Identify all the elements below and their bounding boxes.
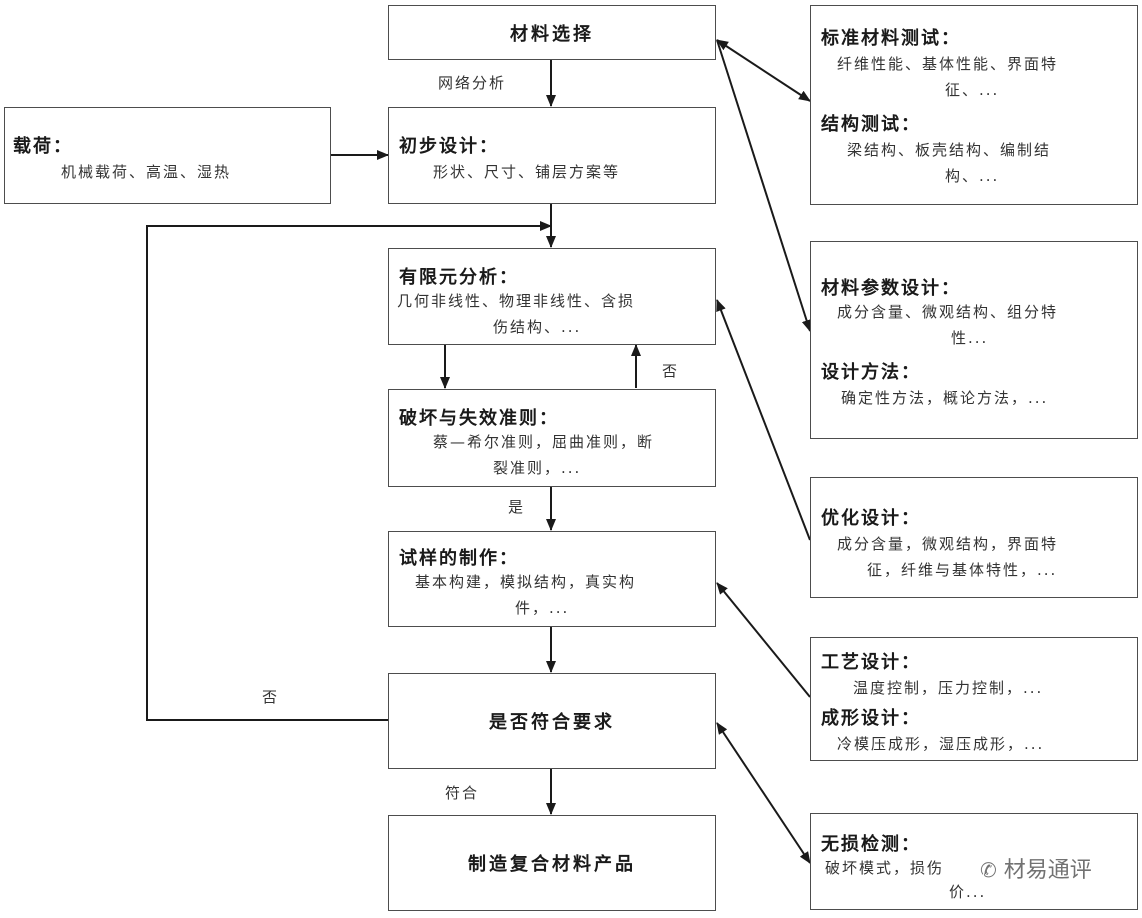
arrow-process-to-specimen <box>716 582 811 698</box>
struct-test-desc-line1: 梁结构、板壳结构、编制结 <box>847 141 1052 159</box>
meets-requirements-box: 是否符合要求 <box>388 673 716 769</box>
opt-desc-line1: 成分含量，微观结构，界面特 <box>837 535 1059 553</box>
edge-label-network-analysis: 网络分析 <box>438 74 507 92</box>
arrow-check-ndt <box>716 722 811 864</box>
opt-desc-line2: 征，纤维与基体特性，... <box>867 561 1058 579</box>
forming-title: 成形设计： <box>821 708 921 729</box>
failure-desc-line2: 裂准则，... <box>493 459 582 477</box>
material-selection-box: 材料选择 <box>388 5 716 60</box>
ndt-desc-line1: 破坏模式，损伤 <box>825 859 945 877</box>
failure-title: 破坏与失效准则： <box>399 408 559 429</box>
watermark-text: 材易通评 <box>1003 858 1092 883</box>
watermark: ✆ 材易通评 <box>980 852 1092 884</box>
arrow-selection-param <box>716 39 812 332</box>
param-desc-line2: 性... <box>951 329 989 347</box>
opt-title: 优化设计： <box>821 508 921 529</box>
method-title: 设计方法： <box>821 362 921 383</box>
ndt-desc-line2: 价... <box>949 883 987 901</box>
manufacture-label: 制造复合材料产品 <box>468 854 636 875</box>
arrow-selection-std-test <box>716 39 811 102</box>
watermark-icon: ✆ <box>980 858 997 882</box>
param-title: 材料参数设计： <box>821 278 961 299</box>
std-test-title: 标准材料测试： <box>821 28 961 49</box>
prelim-title: 初步设计： <box>399 136 499 157</box>
manufacture-box: 制造复合材料产品 <box>388 815 716 911</box>
edge-label-no-right: 否 <box>662 362 680 380</box>
param-desc-line1: 成分含量、微观结构、组分特 <box>837 303 1059 321</box>
specimen-box: 试样的制作： 基本构建，模拟结构，真实构 件，... <box>388 531 716 627</box>
edge-label-yes: 是 <box>508 498 526 516</box>
specimen-desc-line2: 件，... <box>515 599 570 617</box>
edge-label-conforms: 符合 <box>445 784 480 802</box>
process-title: 工艺设计： <box>821 652 921 673</box>
fea-box: 有限元分析： 几何非线性、物理非线性、含损 伤结构、... <box>388 248 716 345</box>
method-desc: 确定性方法，概论方法，... <box>841 389 1049 407</box>
ndt-box: 无损检测： 破坏模式，损伤 价... <box>810 813 1138 910</box>
process-desc: 温度控制，压力控制，... <box>853 679 1044 697</box>
forming-desc: 冷模压成形，湿压成形，... <box>837 735 1045 753</box>
preliminary-design-box: 初步设计： 形状、尺寸、铺层方案等 <box>388 107 716 204</box>
prelim-desc: 形状、尺寸、铺层方案等 <box>433 163 621 181</box>
material-selection-label: 材料选择 <box>510 23 594 45</box>
load-desc: 机械载荷、高温、湿热 <box>61 163 232 181</box>
arrow-check-feedback-loop <box>146 221 552 721</box>
std-test-desc-line2: 征、... <box>945 81 1000 99</box>
testing-box: 标准材料测试： 纤维性能、基体性能、界面特 征、... 结构测试： 梁结构、板壳… <box>810 5 1138 205</box>
fea-title: 有限元分析： <box>399 267 519 288</box>
failure-desc-line1: 蔡—希尔准则，屈曲准则，断 <box>433 433 655 451</box>
fea-desc-line1: 几何非线性、物理非线性、含损 <box>397 292 636 310</box>
std-test-desc-line1: 纤维性能、基体性能、界面特 <box>837 55 1059 73</box>
ndt-title: 无损检测： <box>821 834 921 855</box>
parameter-design-box: 材料参数设计： 成分含量、微观结构、组分特 性... 设计方法： 确定性方法，概… <box>810 241 1138 439</box>
struct-test-desc-line2: 构、... <box>945 167 1000 185</box>
arrow-opt-to-fea <box>716 299 811 541</box>
load-box: 载荷： 机械载荷、高温、湿热 <box>4 107 331 204</box>
specimen-title: 试样的制作： <box>399 548 519 569</box>
load-title: 载荷： <box>13 136 73 157</box>
edge-label-no-left: 否 <box>262 688 280 706</box>
failure-criteria-box: 破坏与失效准则： 蔡—希尔准则，屈曲准则，断 裂准则，... <box>388 389 716 487</box>
fea-desc-line2: 伤结构、... <box>493 318 582 336</box>
struct-test-title: 结构测试： <box>821 114 921 135</box>
optimization-box: 优化设计： 成分含量，微观结构，界面特 征，纤维与基体特性，... <box>810 477 1138 598</box>
process-design-box: 工艺设计： 温度控制，压力控制，... 成形设计： 冷模压成形，湿压成形，... <box>810 637 1138 761</box>
specimen-desc-line1: 基本构建，模拟结构，真实构 <box>415 573 637 591</box>
meets-requirements-label: 是否符合要求 <box>489 712 615 733</box>
